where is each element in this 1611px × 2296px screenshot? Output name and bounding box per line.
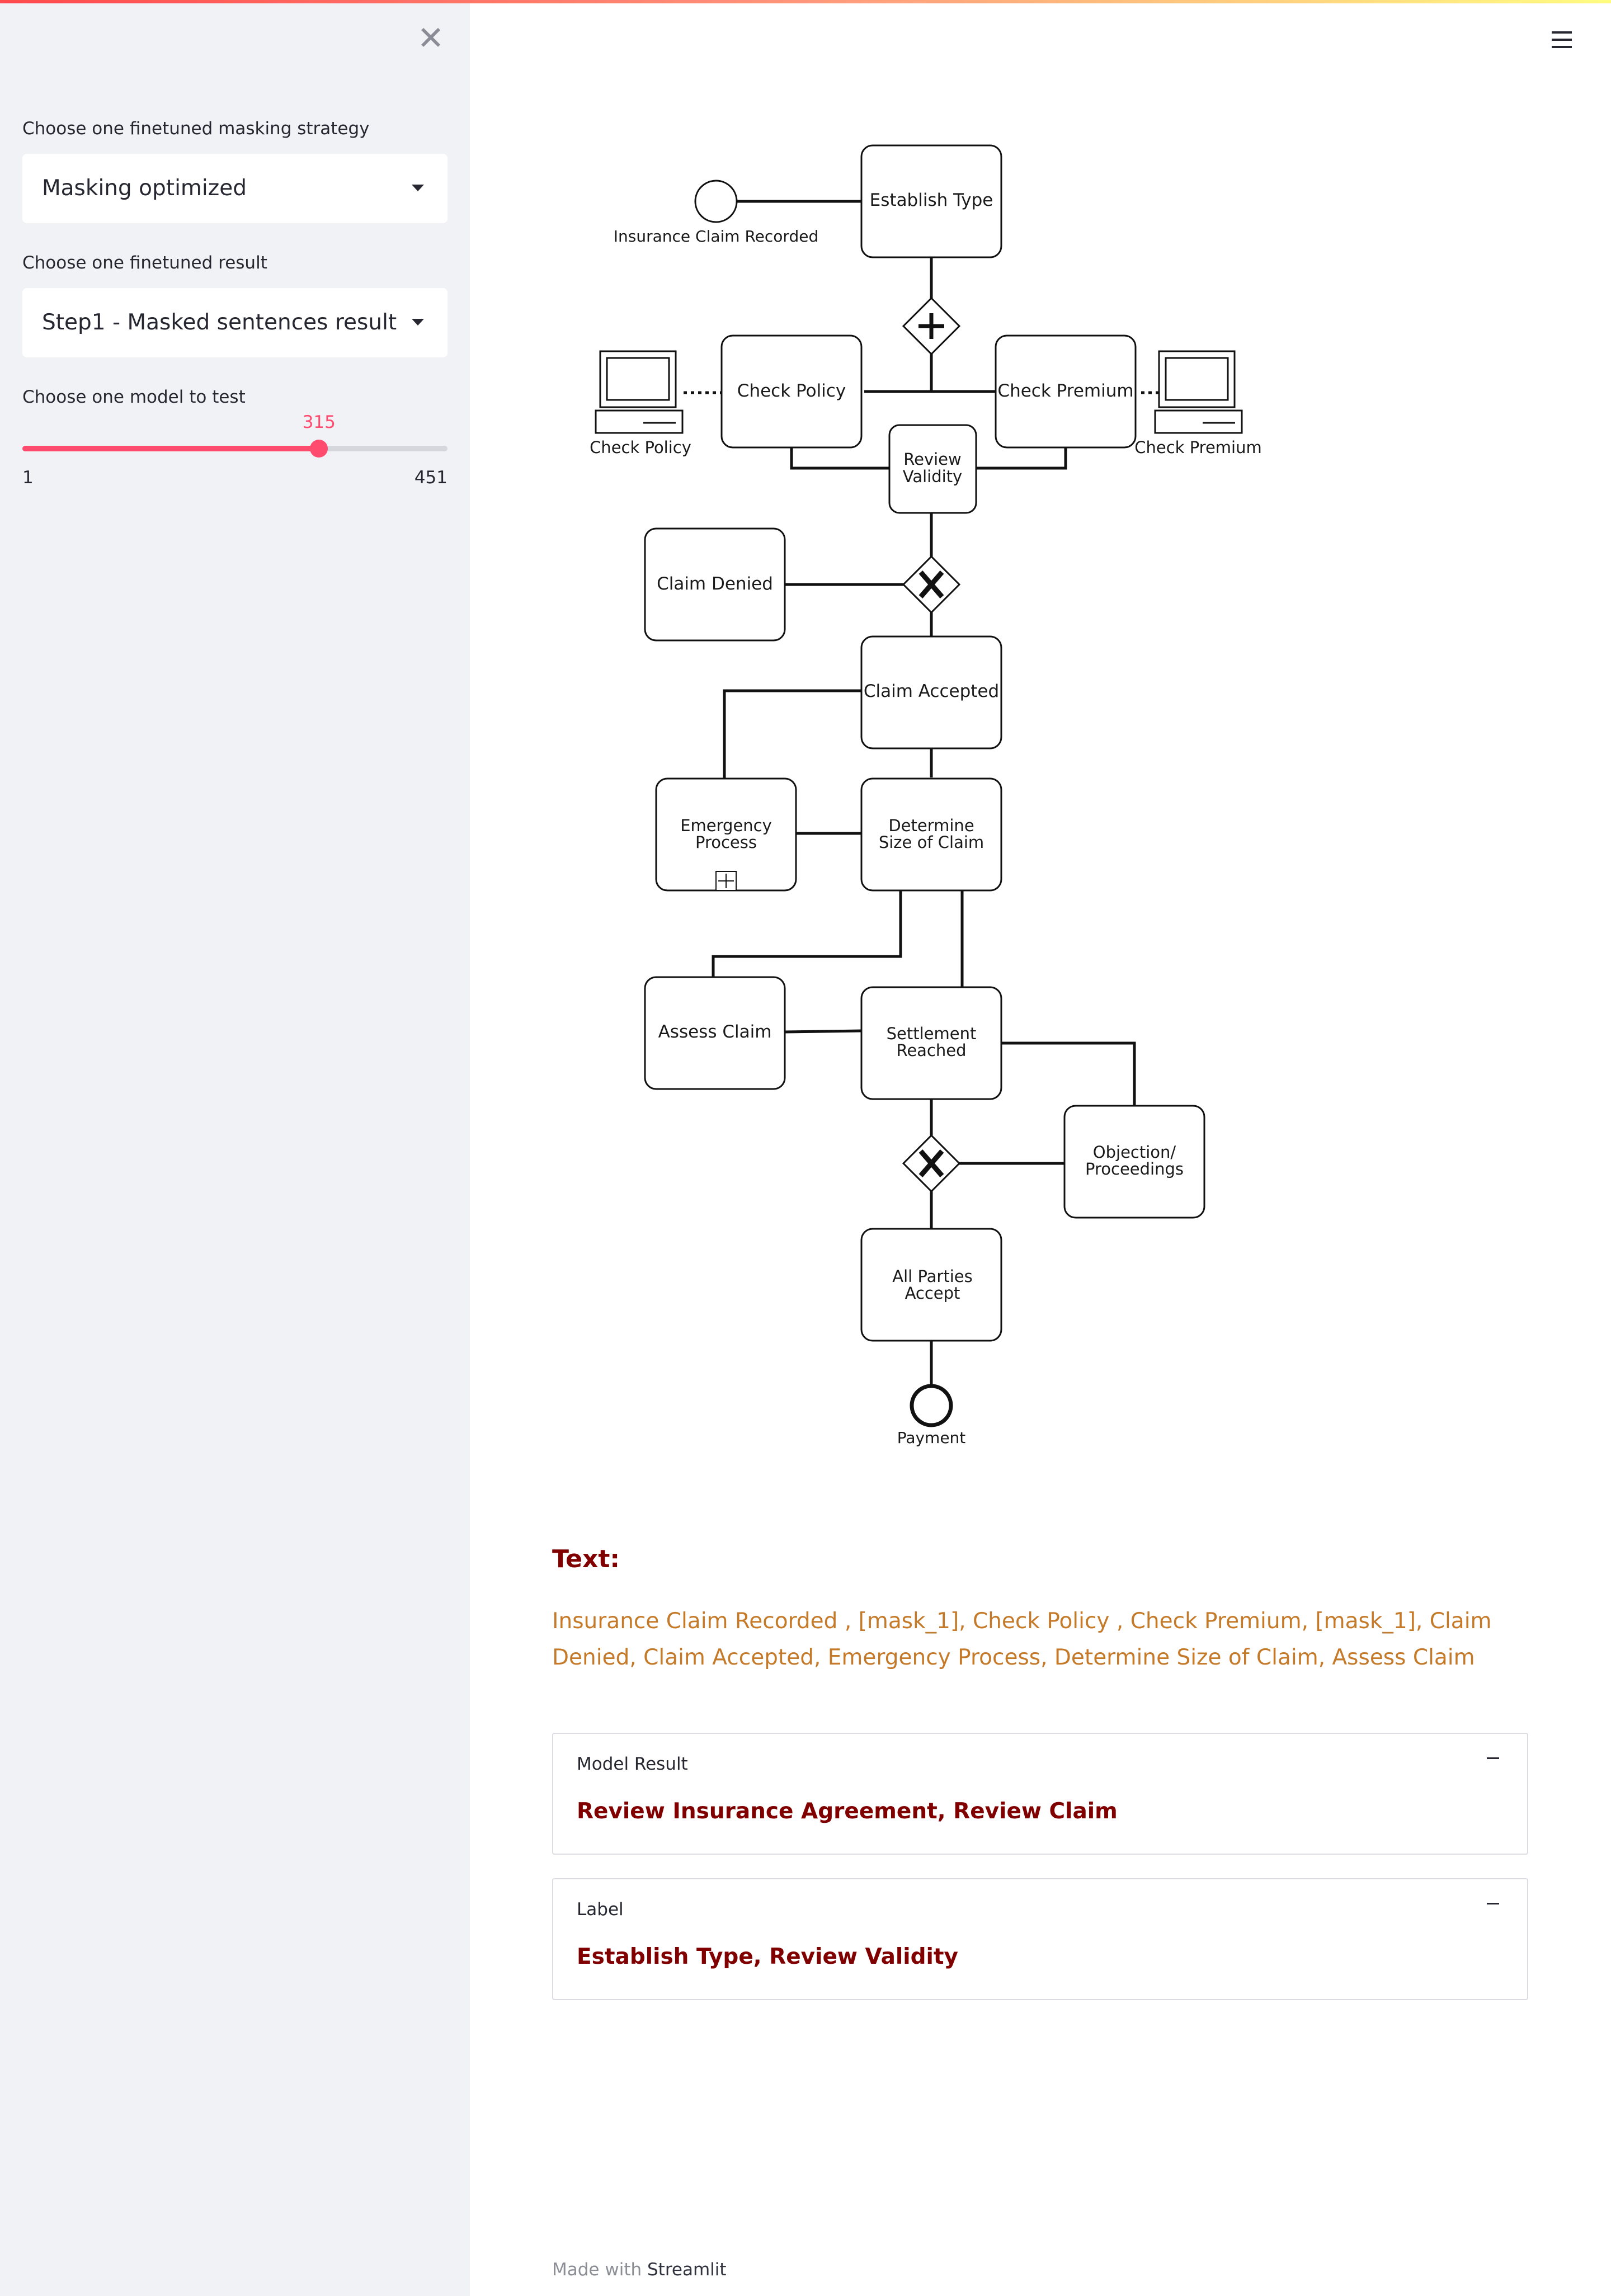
subprocess-plus-icon [715, 871, 737, 891]
chevron-down-icon [412, 319, 424, 326]
start-event [694, 180, 738, 223]
end-event-label: Payment [897, 1428, 966, 1447]
finetuned-result-value: Step1 - Masked sentences result [42, 310, 397, 335]
slider-min-label: 1 [22, 468, 34, 488]
task-emergency-line2: Process [695, 833, 757, 852]
close-icon[interactable]: ✕ [417, 19, 445, 57]
model-result-title[interactable]: Model Result [577, 1754, 688, 1774]
task-objection-line2: Proceedings [1085, 1159, 1184, 1178]
label-expander: Label Establish Type, Review Validity [552, 1878, 1528, 2000]
footer-brand-link[interactable]: Streamlit [647, 2260, 727, 2280]
footer-prefix: Made with [552, 2260, 647, 2280]
collapse-icon[interactable] [1487, 1903, 1499, 1904]
exclusive-gateway-1 [902, 555, 961, 614]
model-slider-fill [22, 446, 319, 451]
check-premium-system-label: Check Premium [1134, 438, 1261, 457]
finetuned-result-select[interactable]: Step1 - Masked sentences result [22, 288, 447, 357]
finetuned-result-label: Choose one finetuned result [22, 253, 267, 273]
task-all-parties-line2: Accept [905, 1284, 960, 1303]
label-title[interactable]: Label [577, 1899, 624, 1920]
chevron-down-icon [412, 185, 424, 191]
sidebar: ✕ Choose one finetuned masking strategy … [0, 0, 470, 2296]
computer-icon [1154, 350, 1243, 434]
bpmn-diagram-svg: Insurance Claim Recorded Establish Type … [590, 144, 1262, 1447]
task-assess-claim: Assess Claim [658, 1022, 772, 1042]
task-claim-denied: Claim Denied [657, 574, 773, 594]
start-event-label: Insurance Claim Recorded [614, 227, 818, 246]
computer-icon [595, 350, 684, 434]
masking-strategy-label: Choose one finetuned masking strategy [22, 119, 370, 139]
parallel-gateway [902, 296, 961, 356]
task-all-parties-line1: All Parties [892, 1267, 972, 1286]
task-claim-accepted: Claim Accepted [864, 681, 999, 701]
label-value: Establish Type, Review Validity [577, 1944, 958, 1969]
text-body: Insurance Claim Recorded , [mask_1], Che… [552, 1609, 1492, 1670]
task-review-validity-line1: Review [903, 450, 961, 469]
end-event [910, 1384, 953, 1427]
exclusive-gateway-2 [902, 1134, 961, 1193]
model-slider-thumb[interactable] [310, 440, 328, 458]
task-determine-line2: Size of Claim [879, 833, 984, 852]
footer: Made with Streamlit [552, 2260, 727, 2280]
model-result-expander: Model Result Review Insurance Agreement,… [552, 1733, 1528, 1855]
task-review-validity-line2: Validity [903, 467, 962, 486]
task-objection-line1: Objection/ [1093, 1143, 1176, 1162]
task-check-premium: Check Premium [997, 381, 1133, 401]
slider-current-value: 315 [302, 412, 336, 432]
masking-strategy-select[interactable]: Masking optimized [22, 154, 447, 223]
check-policy-system-label: Check Policy [590, 438, 691, 457]
model-result-value: Review Insurance Agreement, Review Claim [577, 1799, 1118, 1824]
bpmn-diagram: Insurance Claim Recorded Establish Type … [565, 134, 1287, 1465]
task-determine-line1: Determine [888, 816, 974, 835]
model-slider-label: Choose one model to test [22, 387, 246, 407]
model-slider-track[interactable] [22, 440, 447, 458]
collapse-icon[interactable] [1487, 1757, 1499, 1759]
hamburger-icon[interactable] [1549, 28, 1574, 53]
slider-max-label: 451 [414, 468, 447, 488]
task-check-policy: Check Policy [737, 381, 846, 401]
task-establish-type: Establish Type [870, 190, 993, 210]
task-settlement-line1: Settlement [887, 1024, 977, 1043]
task-settlement-line2: Reached [896, 1041, 966, 1060]
top-decoration-bar [0, 0, 1611, 3]
masking-strategy-value: Masking optimized [42, 176, 247, 201]
text-heading: Text: [552, 1545, 620, 1573]
task-emergency-line1: Emergency [680, 816, 772, 835]
